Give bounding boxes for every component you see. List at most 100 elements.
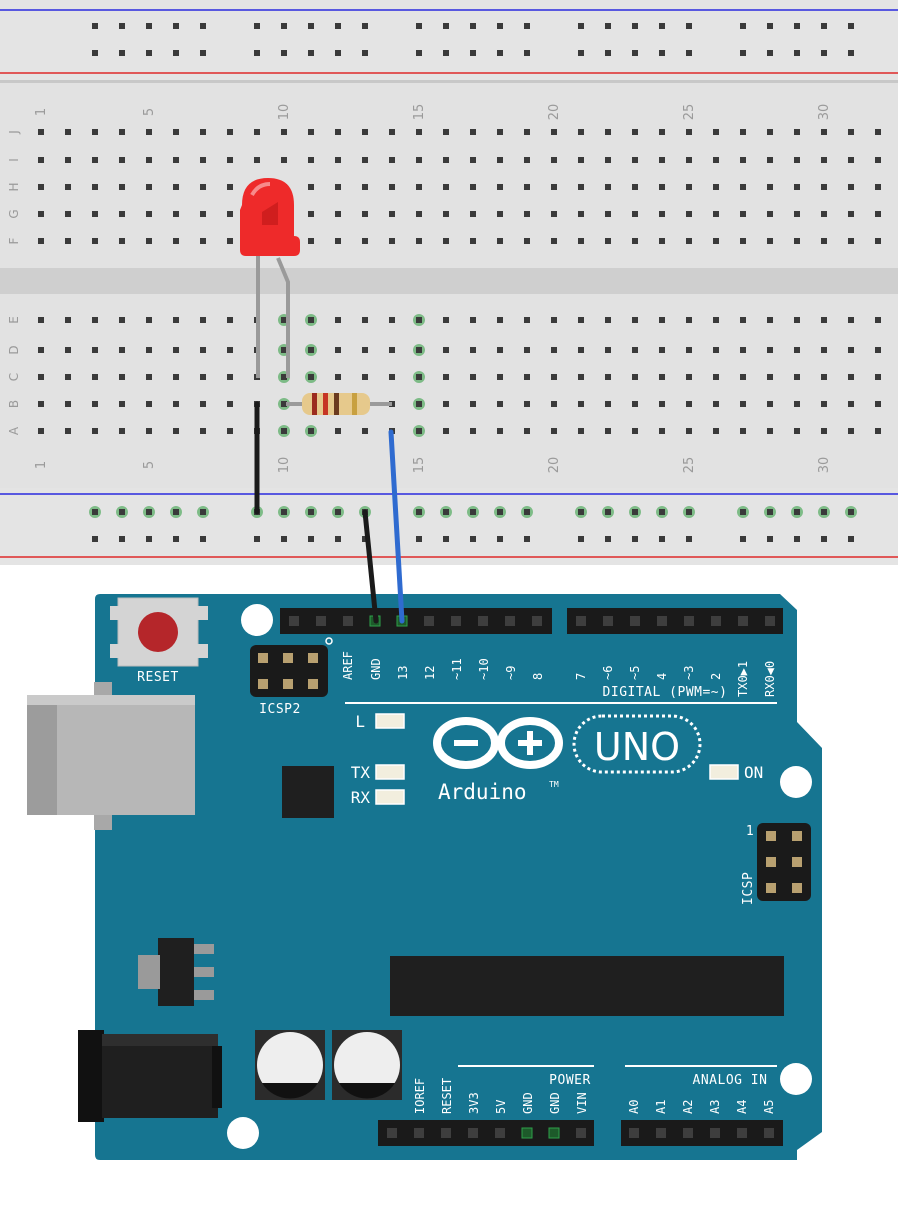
power-rail-hole[interactable]	[308, 50, 314, 56]
breadboard-hole[interactable]	[659, 317, 665, 323]
breadboard-hole[interactable]	[740, 374, 746, 380]
breadboard-hole[interactable]	[551, 428, 557, 434]
power-rail-hole[interactable]	[578, 50, 584, 56]
power-rail-hole[interactable]	[659, 509, 665, 515]
breadboard-hole[interactable]	[146, 129, 152, 135]
power-rail-hole[interactable]	[794, 23, 800, 29]
power-rail-hole[interactable]	[335, 509, 341, 515]
power-rail-hole[interactable]	[173, 509, 179, 515]
breadboard-hole[interactable]	[362, 238, 368, 244]
breadboard-hole[interactable]	[92, 157, 98, 163]
power-rail-hole[interactable]	[740, 536, 746, 542]
power-rail-hole[interactable]	[146, 536, 152, 542]
power-rail-hole[interactable]	[497, 536, 503, 542]
breadboard-hole[interactable]	[713, 211, 719, 217]
breadboard-hole[interactable]	[686, 317, 692, 323]
header-pin[interactable]	[316, 616, 326, 626]
breadboard-hole[interactable]	[848, 374, 854, 380]
breadboard-hole[interactable]	[92, 317, 98, 323]
breadboard-hole[interactable]	[335, 374, 341, 380]
breadboard-hole[interactable]	[821, 374, 827, 380]
power-rail-hole[interactable]	[281, 536, 287, 542]
breadboard-hole[interactable]	[92, 129, 98, 135]
breadboard-hole[interactable]	[497, 129, 503, 135]
breadboard-hole[interactable]	[146, 428, 152, 434]
breadboard-hole[interactable]	[308, 129, 314, 135]
breadboard-hole[interactable]	[794, 374, 800, 380]
breadboard-hole[interactable]	[362, 211, 368, 217]
breadboard-hole[interactable]	[389, 317, 395, 323]
breadboard-hole[interactable]	[416, 238, 422, 244]
breadboard-hole[interactable]	[659, 157, 665, 163]
power-rail-hole[interactable]	[686, 509, 692, 515]
breadboard-hole[interactable]	[605, 129, 611, 135]
breadboard-hole[interactable]	[470, 347, 476, 353]
power-rail-hole[interactable]	[821, 23, 827, 29]
breadboard-hole[interactable]	[335, 347, 341, 353]
breadboard-hole[interactable]	[767, 184, 773, 190]
breadboard-hole[interactable]	[767, 347, 773, 353]
power-rail-hole[interactable]	[92, 23, 98, 29]
breadboard-hole[interactable]	[92, 184, 98, 190]
breadboard-hole[interactable]	[200, 184, 206, 190]
breadboard-hole[interactable]	[686, 211, 692, 217]
breadboard-hole[interactable]	[605, 347, 611, 353]
breadboard-hole[interactable]	[875, 428, 881, 434]
breadboard-hole[interactable]	[281, 401, 287, 407]
breadboard-hole[interactable]	[605, 238, 611, 244]
power-rail-hole[interactable]	[578, 509, 584, 515]
breadboard-hole[interactable]	[38, 317, 44, 323]
breadboard-hole[interactable]	[227, 374, 233, 380]
breadboard-hole[interactable]	[146, 347, 152, 353]
breadboard-hole[interactable]	[227, 211, 233, 217]
breadboard-hole[interactable]	[173, 317, 179, 323]
power-rail-hole[interactable]	[443, 23, 449, 29]
breadboard-hole[interactable]	[524, 317, 530, 323]
breadboard-hole[interactable]	[362, 374, 368, 380]
breadboard-hole[interactable]	[38, 401, 44, 407]
power-rail-hole[interactable]	[119, 536, 125, 542]
breadboard-hole[interactable]	[362, 347, 368, 353]
breadboard-hole[interactable]	[848, 401, 854, 407]
power-rail-hole[interactable]	[254, 23, 260, 29]
power-rail-hole[interactable]	[308, 23, 314, 29]
breadboard-hole[interactable]	[200, 211, 206, 217]
breadboard-hole[interactable]	[200, 317, 206, 323]
breadboard-hole[interactable]	[740, 129, 746, 135]
header-pin[interactable]	[603, 616, 613, 626]
power-rail-hole[interactable]	[740, 50, 746, 56]
breadboard-hole[interactable]	[200, 374, 206, 380]
power-rail-hole[interactable]	[443, 50, 449, 56]
breadboard-hole[interactable]	[794, 401, 800, 407]
breadboard-hole[interactable]	[848, 211, 854, 217]
breadboard-hole[interactable]	[416, 317, 422, 323]
breadboard-hole[interactable]	[308, 317, 314, 323]
header-pin[interactable]	[478, 616, 488, 626]
breadboard-hole[interactable]	[65, 238, 71, 244]
breadboard-hole[interactable]	[227, 401, 233, 407]
breadboard-hole[interactable]	[119, 347, 125, 353]
breadboard-hole[interactable]	[146, 317, 152, 323]
breadboard-hole[interactable]	[38, 184, 44, 190]
breadboard-hole[interactable]	[740, 401, 746, 407]
breadboard-hole[interactable]	[119, 428, 125, 434]
breadboard-hole[interactable]	[848, 428, 854, 434]
breadboard-hole[interactable]	[794, 317, 800, 323]
header-pin[interactable]	[657, 616, 667, 626]
breadboard-hole[interactable]	[173, 238, 179, 244]
breadboard-hole[interactable]	[578, 129, 584, 135]
header-pin[interactable]	[764, 1128, 774, 1138]
breadboard-hole[interactable]	[659, 374, 665, 380]
power-rail-hole[interactable]	[497, 50, 503, 56]
power-rail-hole[interactable]	[200, 23, 206, 29]
header-pin[interactable]	[505, 616, 515, 626]
breadboard-hole[interactable]	[173, 374, 179, 380]
header-pin[interactable]	[532, 616, 542, 626]
header-pin[interactable]	[630, 616, 640, 626]
breadboard-hole[interactable]	[740, 347, 746, 353]
breadboard-hole[interactable]	[389, 157, 395, 163]
breadboard-hole[interactable]	[713, 129, 719, 135]
breadboard-hole[interactable]	[119, 211, 125, 217]
breadboard-hole[interactable]	[524, 184, 530, 190]
breadboard-hole[interactable]	[92, 374, 98, 380]
